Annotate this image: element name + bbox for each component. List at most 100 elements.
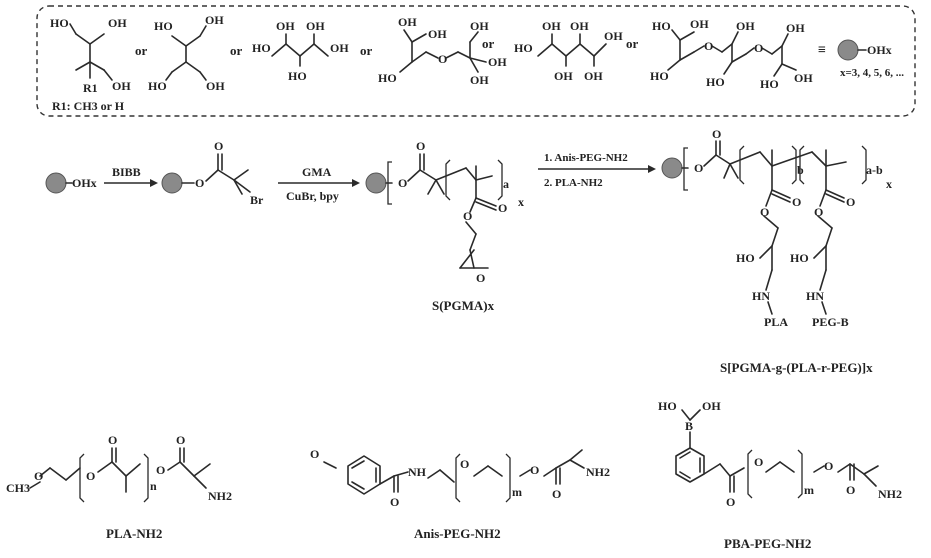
core-ball-start — [46, 173, 66, 193]
product-sub-amb: a-b — [866, 163, 883, 177]
or-5: or — [626, 36, 639, 51]
anis-peg-structure — [324, 450, 584, 502]
anis-o-methoxy: O — [310, 447, 319, 461]
pgma-o-carbonyl: O — [416, 139, 425, 153]
core-1-ho: HO — [50, 16, 69, 30]
anis-o-carbonyl: O — [552, 487, 561, 501]
or-2: or — [230, 43, 243, 58]
pla-nh2-structure — [30, 448, 210, 502]
core-ball-legend — [838, 40, 858, 60]
initiator-br: Br — [250, 193, 264, 207]
anis-label: Anis-PEG-NH2 — [414, 526, 501, 541]
anis-nh2: NH2 — [586, 465, 610, 479]
product-sub-b: b — [797, 163, 804, 177]
core-6-oh-3: OH — [786, 21, 805, 35]
product-peg-b: PEG-B — [812, 315, 849, 329]
or-4: or — [482, 36, 495, 51]
initiator-o: O — [195, 176, 204, 190]
equiv-symbol: ≡ — [818, 43, 826, 58]
pgma-o-side: O — [498, 201, 507, 215]
pgma-o-epoxide: O — [476, 271, 485, 285]
anis-o-peg: O — [460, 457, 469, 471]
core-3-oh-right: OH — [330, 41, 349, 55]
pla-o-4: O — [156, 463, 165, 477]
or-1: or — [135, 43, 148, 58]
pba-b: B — [685, 419, 693, 433]
product-ho-right: HO — [790, 251, 809, 265]
core-3-oh-1: OH — [276, 19, 295, 33]
pla-o-5: O — [176, 433, 185, 447]
core-molecule-5 — [538, 34, 606, 66]
core-6-oh-4: OH — [794, 71, 813, 85]
core-6-o-1: O — [704, 39, 713, 53]
pla-ch3: CH3 — [6, 481, 30, 495]
core-4-o: O — [438, 52, 447, 66]
pba-oh: OH — [702, 399, 721, 413]
reagent-anis: 1. Anis-PEG-NH2 — [544, 152, 628, 164]
anis-o-ester: O — [530, 463, 539, 477]
pgma-structure — [386, 154, 502, 268]
pgma-o-link: O — [463, 209, 472, 223]
pla-label: PLA-NH2 — [106, 526, 162, 541]
core-1-oh-top: OH — [108, 16, 127, 30]
initiator-structure — [182, 154, 250, 194]
core-6-oh-2: OH — [736, 19, 755, 33]
core-4-oh-4: OH — [470, 73, 489, 87]
core-3-oh-2: OH — [306, 19, 325, 33]
reagent-cubr: CuBr, bpy — [286, 189, 339, 203]
pla-o-1: O — [34, 469, 43, 483]
core-ball-pgma — [366, 173, 386, 193]
product-o-2: O — [846, 195, 855, 209]
arrow-3-head — [648, 165, 656, 173]
pla-n: n — [150, 479, 157, 493]
pla-o-3: O — [108, 433, 117, 447]
product-ho-left: HO — [736, 251, 755, 265]
legend-ohx: OHx — [867, 43, 892, 57]
core-molecule-3 — [272, 34, 328, 66]
pla-o-2: O — [86, 469, 95, 483]
core-5-oh-1: OH — [542, 19, 561, 33]
core-2-ho-bottom: HO — [148, 79, 167, 93]
product-o-ester: O — [694, 161, 703, 175]
core-6-ho-1: HO — [652, 19, 671, 33]
initiator-o-carbonyl: O — [214, 139, 223, 153]
pba-o-ester: O — [824, 459, 833, 473]
product-o-1: O — [792, 195, 801, 209]
core-molecule-2 — [166, 26, 206, 80]
core-2-ho-top: HO — [154, 19, 173, 33]
core-5-oh-2: OH — [554, 69, 573, 83]
intermediate-label: S(PGMA)x — [432, 298, 495, 313]
pba-m: m — [804, 483, 814, 497]
core-ball-initiator — [162, 173, 182, 193]
anis-m: m — [512, 485, 522, 499]
product-pla: PLA — [764, 315, 788, 329]
product-structure — [682, 141, 866, 314]
arrow-1-head — [150, 179, 158, 187]
anis-nh: NH — [408, 465, 427, 479]
product-label: S[PGMA-g-(PLA-r-PEG)]x — [720, 360, 873, 375]
reagent-gma: GMA — [302, 165, 332, 179]
pgma-sub-a: a — [503, 177, 509, 191]
core-2-oh-bottom: OH — [206, 79, 225, 93]
core-6-ho-4: HO — [760, 77, 779, 91]
core-4-ho-1: HO — [378, 71, 397, 85]
core-1-r1: R1 — [83, 81, 98, 95]
anis-o-amide: O — [390, 495, 399, 509]
reagent-pla: 2. PLA-NH2 — [544, 177, 603, 189]
pgma-o-ester: O — [398, 176, 407, 190]
core-5-oh-5: OH — [604, 29, 623, 43]
reagent-bibb: BIBB — [112, 165, 141, 179]
product-o-4: O — [814, 205, 823, 219]
r1-note: R1: CH3 or H — [52, 99, 125, 113]
arrow-2-head — [352, 179, 360, 187]
pba-ho: HO — [658, 399, 677, 413]
or-3: or — [360, 43, 373, 58]
core-3-ho-mid: HO — [288, 69, 307, 83]
pba-o-carbonyl-2: O — [846, 483, 855, 497]
x-values: x=3, 4, 5, 6, ... — [840, 67, 904, 79]
core-4-oh-1: OH — [398, 15, 417, 29]
start-ohx: OHx — [72, 176, 97, 190]
pba-o-carbonyl: O — [726, 495, 735, 509]
product-o-3: O — [760, 205, 769, 219]
